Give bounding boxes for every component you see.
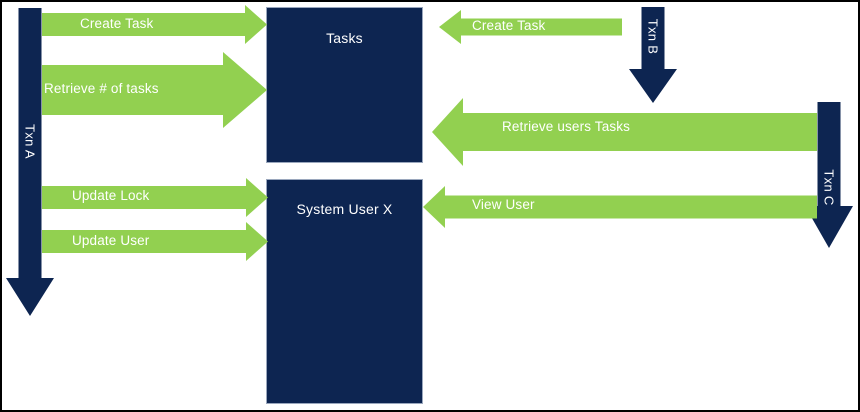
- message-arrow-shape-retrieve-num-tasks: [42, 52, 267, 128]
- message-label-create-task-left: Create Task: [80, 16, 154, 31]
- node-label-system-user-x: System User X: [296, 201, 393, 217]
- message-arrow-update-lock[interactable]: [42, 178, 268, 217]
- transaction-arrow-txn-b[interactable]: Txn B: [628, 7, 677, 103]
- message-label-retrieve-num-tasks: Retrieve # of tasks: [44, 81, 159, 96]
- message-arrow-shape-update-user: [42, 222, 268, 261]
- message-arrow-shape-retrieve-users-tasks: [432, 98, 817, 166]
- transaction-label-txn-a: Txn A: [22, 124, 37, 159]
- message-arrow-create-task-left[interactable]: [42, 5, 267, 44]
- node-tasks[interactable]: Tasks: [266, 7, 423, 163]
- node-label-tasks: Tasks: [326, 30, 363, 46]
- message-arrow-shape-create-task-right: [439, 10, 622, 44]
- message-label-update-user: Update User: [72, 233, 150, 248]
- message-label-update-lock: Update Lock: [72, 188, 150, 203]
- message-label-retrieve-users-tasks: Retrieve users Tasks: [502, 119, 631, 134]
- transaction-label-txn-c: Txn C: [821, 169, 836, 206]
- message-arrow-shape-create-task-left: [42, 5, 267, 44]
- transaction-arrow-shape-txn-a: [5, 8, 54, 316]
- message-arrow-view-user[interactable]: [423, 186, 817, 228]
- message-arrow-create-task-right[interactable]: [439, 10, 622, 44]
- message-label-create-task-right: Create Task: [472, 18, 546, 33]
- message-arrow-shape-view-user: [423, 186, 817, 228]
- message-arrow-retrieve-num-tasks[interactable]: [42, 52, 267, 128]
- message-arrow-shape-update-lock: [42, 178, 268, 217]
- transaction-label-txn-b: Txn B: [645, 18, 660, 55]
- message-label-view-user: View User: [472, 197, 535, 212]
- message-arrow-update-user[interactable]: [42, 222, 268, 261]
- message-arrow-retrieve-users-tasks[interactable]: [432, 98, 817, 166]
- transaction-arrow-txn-a[interactable]: Txn A: [5, 8, 54, 316]
- transaction-arrow-shape-txn-b: [628, 7, 677, 103]
- node-system-user-x[interactable]: System User X: [266, 179, 423, 404]
